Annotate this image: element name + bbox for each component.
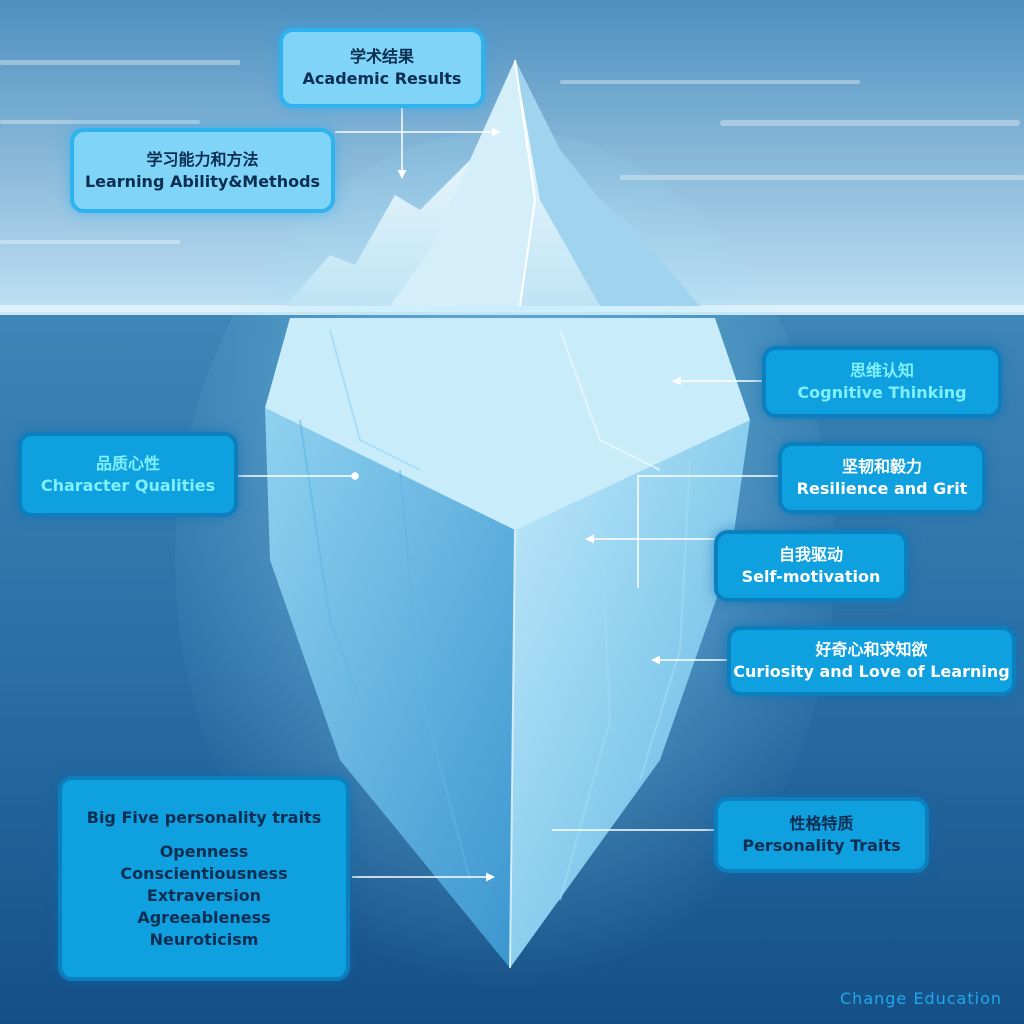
label-academic-results: 学术结果 Academic Results [279, 28, 485, 108]
label-curiosity-en: Curiosity and Love of Learning [733, 662, 1010, 681]
clouds [0, 60, 1024, 244]
connectors [238, 108, 778, 882]
big-five-trait: Agreeableness [137, 907, 271, 927]
big-five-title: Big Five personality traits [86, 807, 322, 827]
label-learning-ability: 学习能力和方法 Learning Ability&Methods [70, 128, 335, 213]
label-learning-ability-zh: 学习能力和方法 [146, 149, 259, 169]
big-five-trait: Neuroticism [149, 929, 259, 949]
label-cognitive-thinking: 思维认知 Cognitive Thinking [762, 346, 1002, 418]
label-self-motivation-zh: 自我驱动 [778, 545, 843, 564]
label-learning-ability-en: Learning Ability&Methods [84, 171, 321, 191]
label-curiosity: 好奇心和求知欲 Curiosity and Love of Learning [727, 626, 1016, 696]
big-five-trait: Extraversion [146, 885, 262, 905]
label-personality-traits: 性格特质 Personality Traits [714, 797, 929, 873]
brand-label: Change Education [840, 989, 1002, 1008]
big-five-trait: Conscientiousness [120, 863, 288, 883]
label-character-qualities-en: Character Qualities [40, 475, 216, 495]
connector-resilience [637, 475, 778, 588]
label-resilience: 坚韧和毅力 Resilience and Grit [778, 442, 986, 514]
label-resilience-en: Resilience and Grit [796, 479, 968, 498]
big-five-trait: Openness [159, 841, 249, 861]
label-character-qualities: 品质心性 Character Qualities [18, 432, 238, 517]
label-cognitive-thinking-zh: 思维认知 [849, 361, 914, 380]
label-academic-results-zh: 学术结果 [349, 47, 414, 66]
label-curiosity-zh: 好奇心和求知欲 [815, 640, 928, 659]
label-personality-traits-zh: 性格特质 [789, 814, 854, 833]
label-personality-traits-en: Personality Traits [742, 836, 901, 855]
label-big-five: Big Five personality traits Openness Con… [58, 776, 350, 981]
iceberg-tip [285, 59, 700, 307]
label-self-motivation-en: Self-motivation [741, 567, 881, 586]
label-self-motivation: 自我驱动 Self-motivation [714, 530, 908, 602]
label-character-qualities-zh: 品质心性 [95, 453, 160, 473]
iceberg-submerged [265, 318, 750, 969]
label-cognitive-thinking-en: Cognitive Thinking [797, 383, 967, 402]
label-academic-results-en: Academic Results [302, 69, 462, 88]
label-resilience-zh: 坚韧和毅力 [841, 457, 922, 476]
